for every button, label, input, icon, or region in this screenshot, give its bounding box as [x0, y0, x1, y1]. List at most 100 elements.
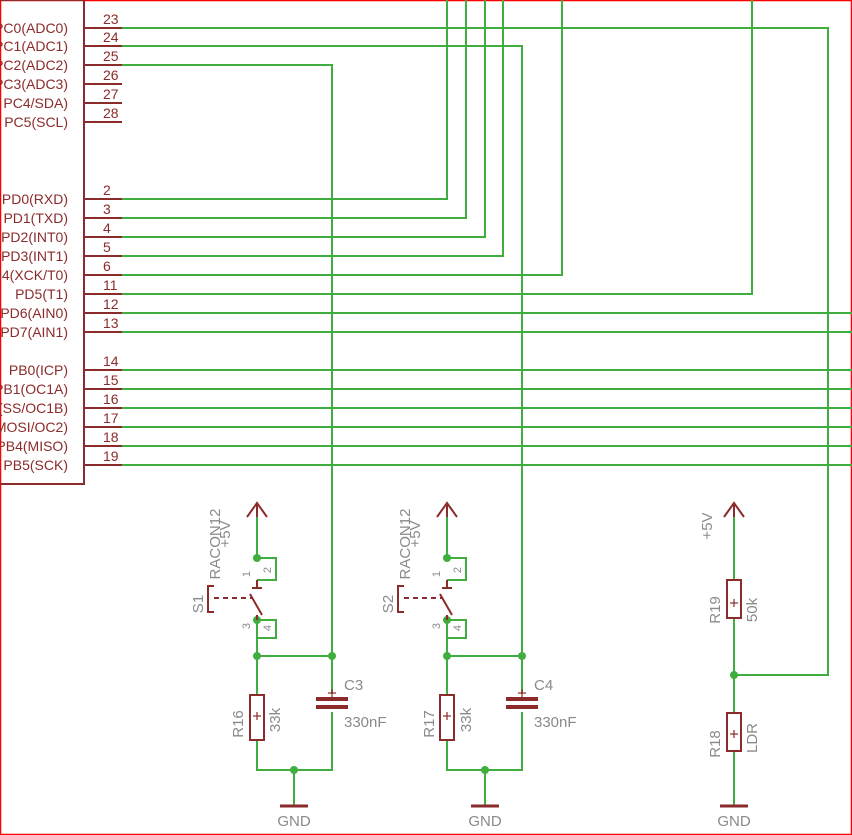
- mcu-pin-number: 17: [103, 410, 119, 426]
- mcu-pin-name: PD7(AIN1): [0, 324, 68, 340]
- mcu-pin-name: PD0(RXD): [2, 191, 68, 207]
- net-s1-pin4: [257, 619, 277, 639]
- r19-ref-label: R19: [707, 596, 724, 624]
- mcu-pin-name: PD5(T1): [15, 286, 68, 302]
- gnd-label-2: GND: [468, 813, 502, 830]
- s2-pin3-label: 3: [431, 623, 443, 629]
- mcu-pin-number: 23: [103, 11, 119, 27]
- r17-ref-label: R17: [421, 710, 438, 738]
- mcu-pin-number: 24: [103, 29, 119, 45]
- c4-ref-label: C4: [534, 677, 553, 694]
- resistor-markers: [253, 599, 738, 738]
- mcu-pin-number: 6: [103, 258, 111, 274]
- mcu-pin-name: PB1(OC1A): [0, 381, 68, 397]
- s2-button: [397, 585, 404, 613]
- mcu-pin-number: 5: [103, 239, 111, 255]
- net-adc0: [122, 27, 829, 676]
- s1-pin3-label: 3: [241, 623, 253, 629]
- mcu-pin-number: 4: [103, 220, 111, 236]
- mcu-pin-name: PC2(ADC2): [0, 57, 68, 73]
- mcu-pin-name: PD4(XCK/T0): [0, 267, 68, 283]
- s1-pin2-label: 2: [262, 567, 274, 573]
- mcu-pin-name: PD3(INT1): [1, 248, 68, 264]
- gnd-label-3: GND: [717, 813, 751, 830]
- s2-pin2-label: 2: [452, 567, 464, 573]
- junction: [253, 652, 261, 660]
- mcu-pin-number: 3: [103, 201, 111, 217]
- mcu-pin-number: 26: [103, 67, 119, 83]
- capacitor-markers: [328, 689, 526, 697]
- s2-pin4-label: 4: [452, 625, 464, 631]
- s1-part-label: RACON12: [207, 509, 224, 580]
- c4-value-label: 330nF: [534, 714, 577, 731]
- mcu-pin-name: PC0(ADC0): [0, 20, 68, 36]
- mcu-pin-number: 11: [103, 277, 118, 293]
- c3-value-label: 330nF: [344, 714, 387, 731]
- mcu-pin-name: PD6(AIN0): [0, 305, 68, 321]
- junction: [730, 671, 738, 679]
- mcu-pin-number: 12: [103, 296, 119, 312]
- net-adc1: [122, 45, 523, 656]
- mcu-pin-number: 25: [103, 48, 119, 64]
- mcu-pin-number: 13: [103, 315, 119, 331]
- net-s2-pin4: [447, 619, 467, 639]
- component-labels: +5V RACON12 S1 1 2 3 4 +5V RACON12 S2 1 …: [190, 509, 761, 830]
- s1-supply-label: +5V: [217, 520, 234, 547]
- r18-value-label: LDR: [744, 723, 761, 753]
- mcu-pin-number: 28: [103, 105, 119, 121]
- mcu-pin-name: PC5(SCL): [4, 114, 68, 130]
- r17-value-label: 33k: [458, 707, 475, 732]
- r16-ref-label: R16: [230, 710, 247, 738]
- mcu-pin-name: PC4/SDA): [3, 95, 68, 111]
- mcu-pin-number: 16: [103, 391, 119, 407]
- r18-ref-label: R18: [707, 730, 724, 758]
- r19-supply-label: +5V: [699, 512, 716, 539]
- mcu-body: [0, 0, 85, 485]
- mcu-pin-stubs: [84, 27, 122, 466]
- net-pd3: [122, 0, 504, 257]
- net-pd5: [122, 0, 753, 295]
- s2-pin1-label: 1: [431, 571, 443, 577]
- mcu-pin-name: PD1(TXD): [3, 210, 68, 226]
- s1-pin1-label: 1: [241, 571, 253, 577]
- mcu-pin-name: PC3(ADC3): [0, 76, 68, 92]
- net-pd4: [122, 0, 563, 276]
- s2-part-label: RACON12: [397, 509, 414, 580]
- mcu-pin-labels: 23PC0(ADC0)24PC1(ADC1)25PC2(ADC2)26PC3(A…: [0, 11, 119, 473]
- junction: [518, 652, 526, 660]
- junction: [443, 652, 451, 660]
- net-s1-pin2: [257, 557, 277, 581]
- mcu-pin-name: PB4(MISO): [0, 438, 68, 454]
- junction: [328, 652, 336, 660]
- junction: [443, 554, 451, 562]
- net-adc2: [122, 64, 333, 656]
- capacitor-symbols: [316, 697, 538, 709]
- mcu-pin-number: 14: [103, 353, 119, 369]
- mcu-pin-name: PB5(SCK): [3, 457, 68, 473]
- s1-pin4-label: 4: [262, 625, 274, 631]
- nets: [122, 0, 852, 805]
- junctions: [253, 554, 738, 774]
- mcu-pin-name: PB2(SS/OC1B): [0, 400, 68, 416]
- mcu-pin-number: 27: [103, 86, 119, 102]
- supply-symbols: [246, 501, 745, 518]
- s1-ref-label: S1: [190, 595, 207, 613]
- mcu-pin-number: 2: [103, 182, 111, 198]
- switch-s1-symbol: [207, 580, 263, 620]
- c3-ref-label: C3: [344, 677, 363, 694]
- switch-s2-symbol: [397, 580, 453, 620]
- net-pd1: [122, 0, 467, 219]
- mcu-pin-name: PB0(ICP): [9, 362, 68, 378]
- mcu-pin-name: PD2(INT0): [1, 229, 68, 245]
- mcu-pin-number: 18: [103, 429, 119, 445]
- s1-button: [207, 585, 214, 613]
- mcu-pin-number: 15: [103, 372, 119, 388]
- r16-value-label: 33k: [267, 707, 284, 732]
- r19-value-label: 50k: [744, 597, 761, 622]
- junction: [290, 766, 298, 774]
- mcu-pin-number: 19: [103, 448, 119, 464]
- net-pd2: [122, 0, 486, 238]
- mcu-pin-name: PC1(ADC1): [0, 38, 68, 54]
